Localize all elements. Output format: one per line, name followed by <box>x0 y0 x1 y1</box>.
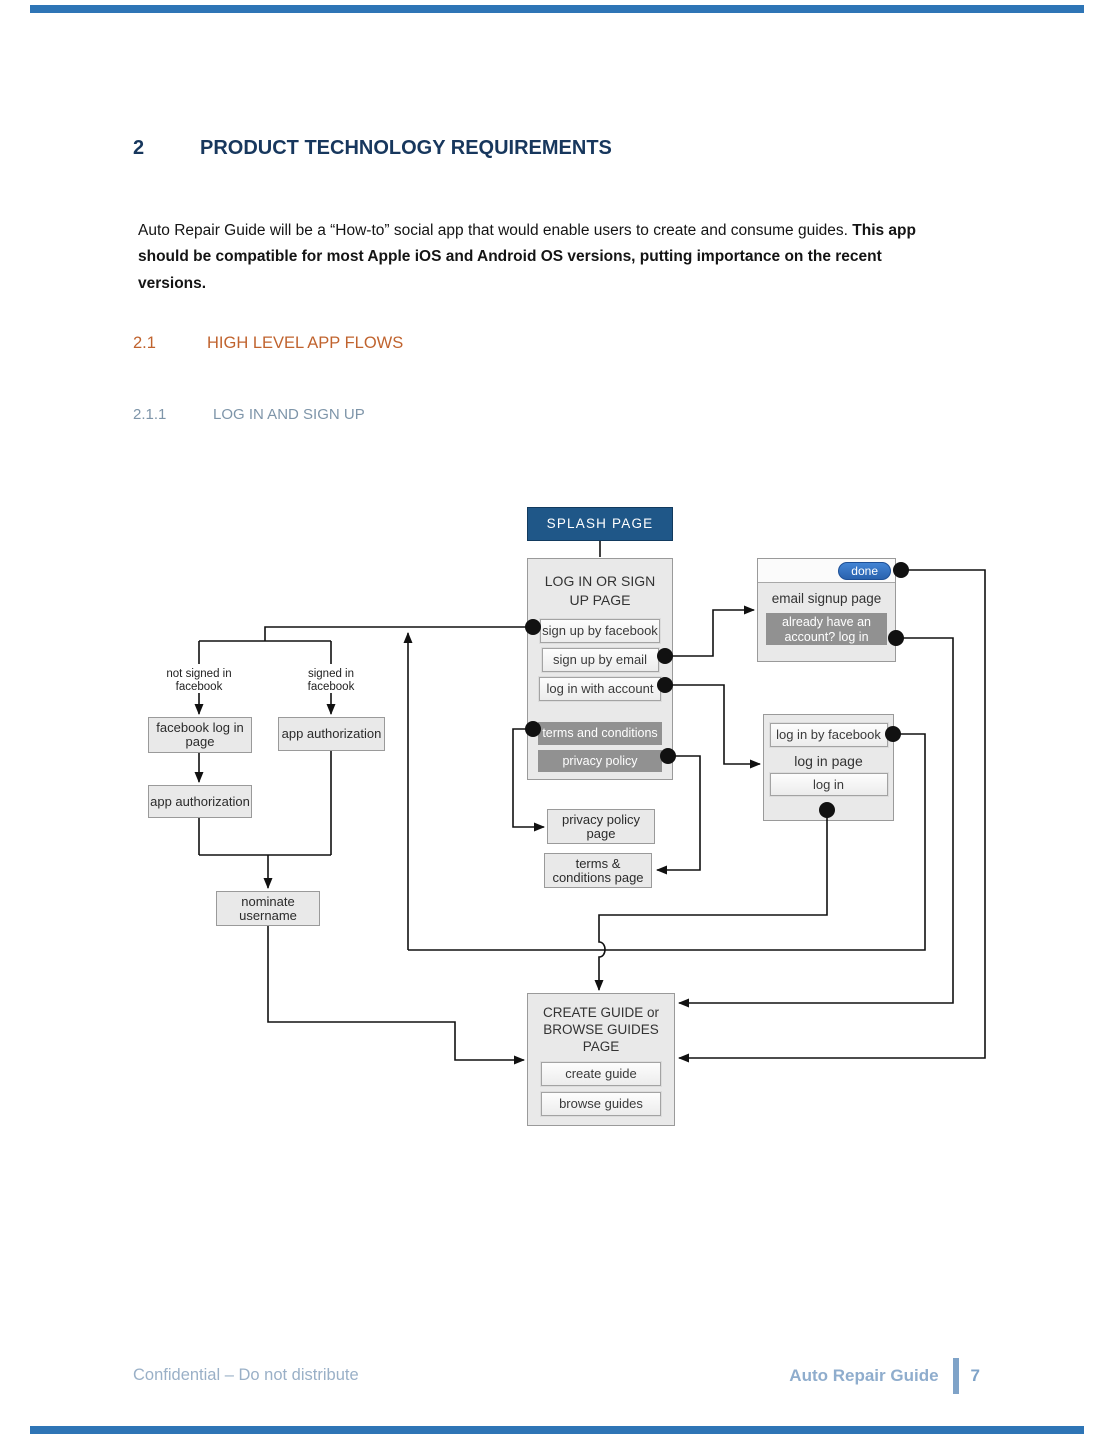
login-page-title: log in page <box>794 753 863 769</box>
terms-conditions-page-box: terms & conditions page <box>544 853 652 888</box>
login-signup-flow-diagram: SPLASH PAGE LOG IN OR SIGN UP PAGE sign … <box>130 500 1005 1150</box>
create-browse-title: CREATE GUIDE or BROWSE GUIDES PAGE <box>542 1005 659 1054</box>
branch-label-signed-in: signed in facebook <box>307 668 355 693</box>
intro-text-normal: Auto Repair Guide will be a “How-to” soc… <box>138 221 853 239</box>
page-border-top <box>30 5 1084 13</box>
login-or-signup-page-box: LOG IN OR SIGN UP PAGE sign up by facebo… <box>527 558 673 780</box>
nominate-username-box: nominate username <box>216 891 320 926</box>
footer-confidential: Confidential – Do not distribute <box>133 1366 359 1384</box>
login-button: log in <box>769 773 888 796</box>
app-authorization-box-right: app authorization <box>278 717 385 751</box>
signup-by-email-button: sign up by email <box>541 648 659 672</box>
footer-page-number: 7 <box>970 1366 980 1385</box>
section-number: 2 <box>133 137 145 159</box>
intro-paragraph: Auto Repair Guide will be a “How-to” soc… <box>138 218 933 298</box>
terms-and-conditions-button: terms and conditions <box>538 722 662 745</box>
email-signup-title: email signup page <box>771 591 882 606</box>
app-authorization-label: app authorization <box>281 726 382 741</box>
email-signup-header-strip: done <box>758 559 895 583</box>
section-title: PRODUCT TECHNOLOGY REQUIREMENTS <box>200 137 612 159</box>
splash-page-label: SPLASH PAGE <box>546 516 654 531</box>
privacy-policy-page-box: privacy policy page <box>547 809 655 844</box>
subsection-number: 2.1 <box>133 334 156 352</box>
privacy-policy-page-label: privacy policy page <box>561 811 641 841</box>
app-authorization-box-left: app authorization <box>148 785 252 818</box>
subsubsection-title: LOG IN AND SIGN UP <box>213 406 365 423</box>
intro-text-bold: This app should be compatible for most A… <box>138 221 916 292</box>
privacy-policy-button: privacy policy <box>538 750 662 772</box>
signup-by-facebook-button: sign up by facebook <box>540 619 660 643</box>
subsection-title: HIGH LEVEL APP FLOWS <box>207 334 404 352</box>
branch-label-not-signed-in: not signed in facebook <box>166 668 232 693</box>
browse-guides-button: browse guides <box>541 1092 661 1116</box>
footer-right: Auto Repair Guide 7 <box>700 1358 980 1394</box>
email-signup-page-box: done email signup page already have an a… <box>757 558 896 662</box>
footer-divider <box>952 1358 959 1394</box>
login-by-facebook-button: log in by facebook <box>769 723 888 747</box>
facebook-login-page-box: facebook log in page <box>148 717 252 753</box>
create-browse-guides-page-box: CREATE GUIDE or BROWSE GUIDES PAGE creat… <box>527 993 675 1126</box>
page-border-bottom <box>30 1426 1084 1434</box>
login-with-account-button: log in with account <box>539 677 661 701</box>
done-button: done <box>838 561 891 580</box>
login-or-signup-title: LOG IN OR SIGN UP PAGE <box>544 573 656 608</box>
create-guide-button: create guide <box>541 1062 661 1086</box>
subsubsection-number: 2.1.1 <box>133 406 167 423</box>
login-page-box: log in by facebook log in page log in <box>763 714 894 821</box>
facebook-login-page-label: facebook log in page <box>156 720 244 749</box>
terms-conditions-page-label: terms & conditions page <box>552 855 644 885</box>
nominate-username-label: nominate username <box>239 893 297 923</box>
already-have-account-button: already have an account? log in <box>766 613 887 645</box>
splash-page-box: SPLASH PAGE <box>527 507 673 541</box>
footer-doc-title: Auto Repair Guide <box>789 1366 939 1385</box>
app-authorization-label: app authorization <box>150 793 250 809</box>
